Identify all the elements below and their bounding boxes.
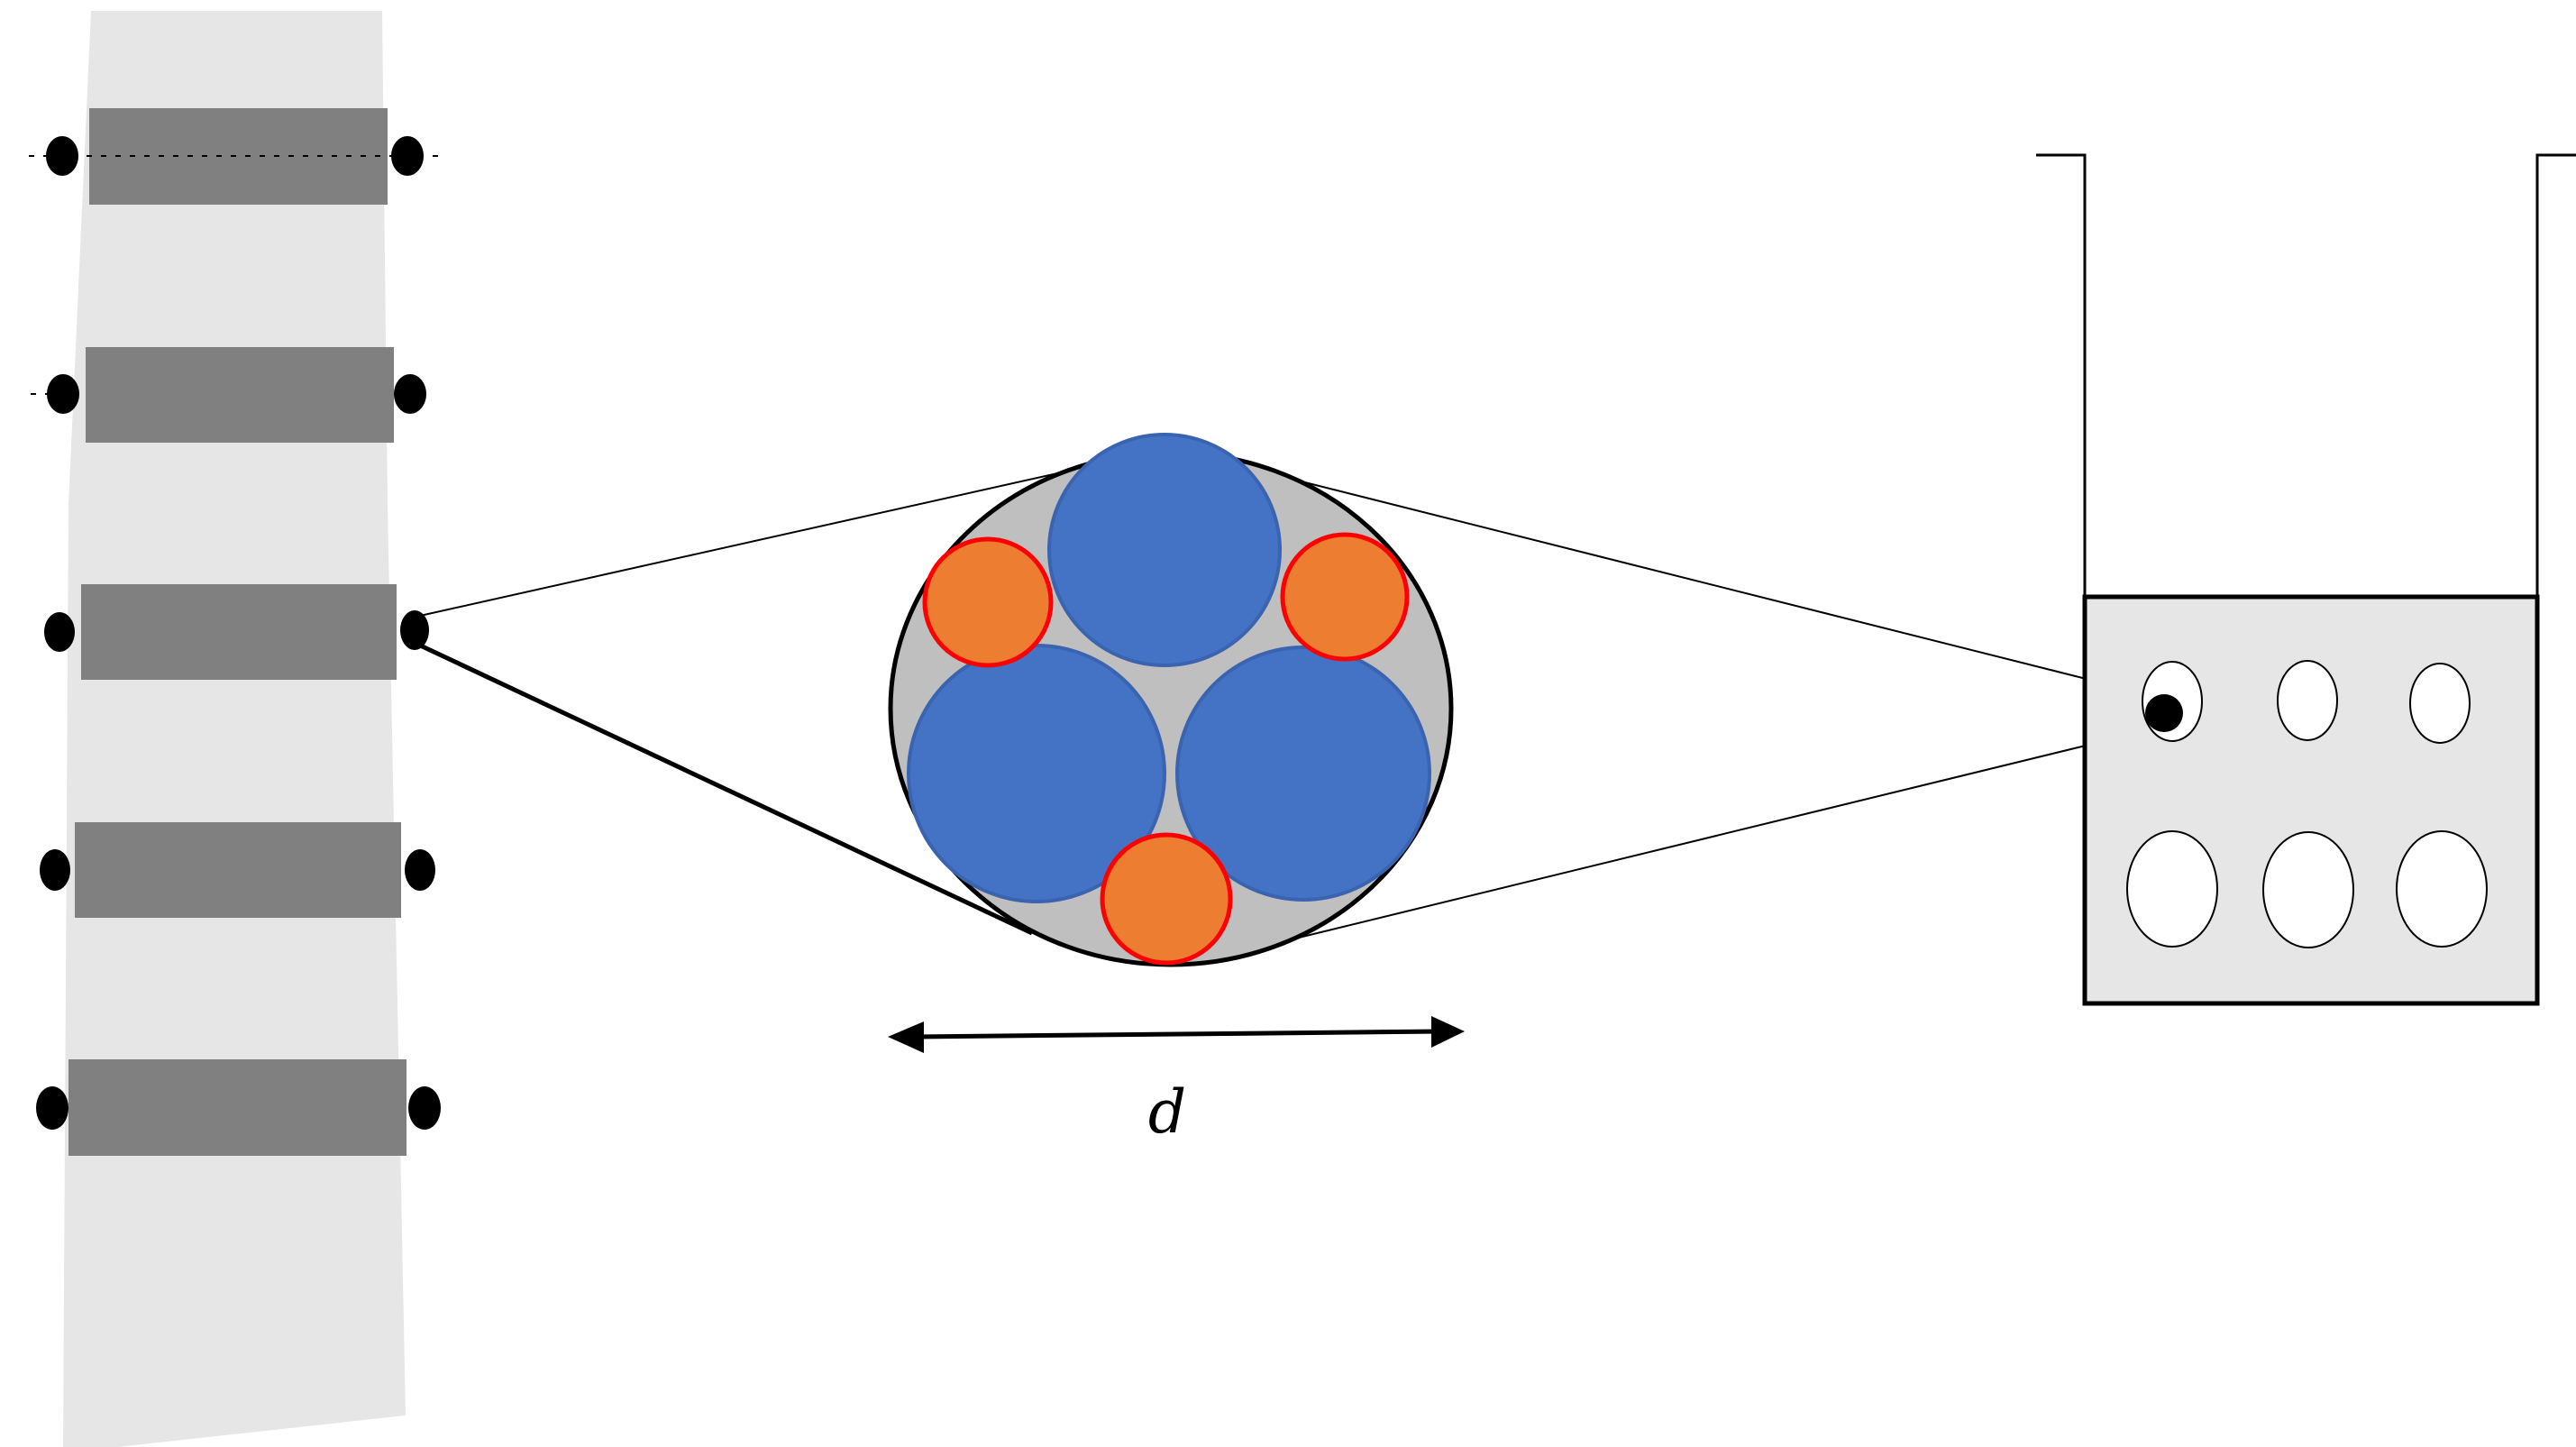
strip-group: [29, 11, 442, 1447]
marker-right-3: [400, 610, 429, 650]
zoom-lines-left: [413, 467, 1082, 936]
marker-left-5: [36, 1086, 69, 1130]
panel-highlight-dot: [2145, 694, 2183, 732]
marker-right-2: [394, 374, 426, 414]
panel-bracket-right: [2535, 153, 2576, 597]
marker-left-4: [40, 849, 70, 891]
large-hole-1: [2126, 830, 2218, 948]
small-circle-bottom: [1100, 832, 1233, 966]
band-1: [89, 108, 388, 205]
marker-right-4: [405, 849, 435, 891]
marker-left-3: [44, 612, 75, 652]
marker-left-2: [47, 374, 79, 414]
zoom-line-left-upper: [419, 467, 1082, 617]
panel-group: [2036, 153, 2576, 1006]
band-3: [81, 584, 397, 680]
band-5: [69, 1059, 406, 1156]
dimension-arrow-line: [914, 1029, 1443, 1039]
large-circle-right: [1175, 646, 1431, 902]
small-hole-3: [2409, 663, 2471, 744]
large-hole-3: [2396, 830, 2488, 948]
band-2: [86, 347, 394, 443]
large-hole-2: [2262, 831, 2354, 948]
zoom-line-right-lower: [1261, 726, 2164, 948]
strip-background: [63, 11, 406, 1447]
dimension-label: d: [1148, 1077, 1186, 1147]
dimension-arrowhead-left: [888, 1021, 924, 1053]
zoom-line-left-lower: [413, 640, 1034, 936]
cross-section-group: [888, 433, 1454, 967]
zoom-lines-right: [1243, 466, 2166, 948]
dimension-arrowhead-right: [1431, 1016, 1465, 1048]
large-circle-top: [1047, 433, 1282, 667]
small-hole-2: [2277, 660, 2338, 741]
dimension-group: d: [888, 1016, 1465, 1147]
zoom-line-right-upper: [1243, 466, 2166, 700]
band-4: [75, 822, 401, 918]
marker-right-1: [391, 136, 424, 176]
small-circle-upper-left: [922, 536, 1054, 668]
small-circle-upper-right: [1280, 532, 1410, 662]
marker-left-1: [46, 136, 78, 176]
panel-bracket-left: [2036, 153, 2087, 597]
marker-right-5: [408, 1086, 441, 1130]
